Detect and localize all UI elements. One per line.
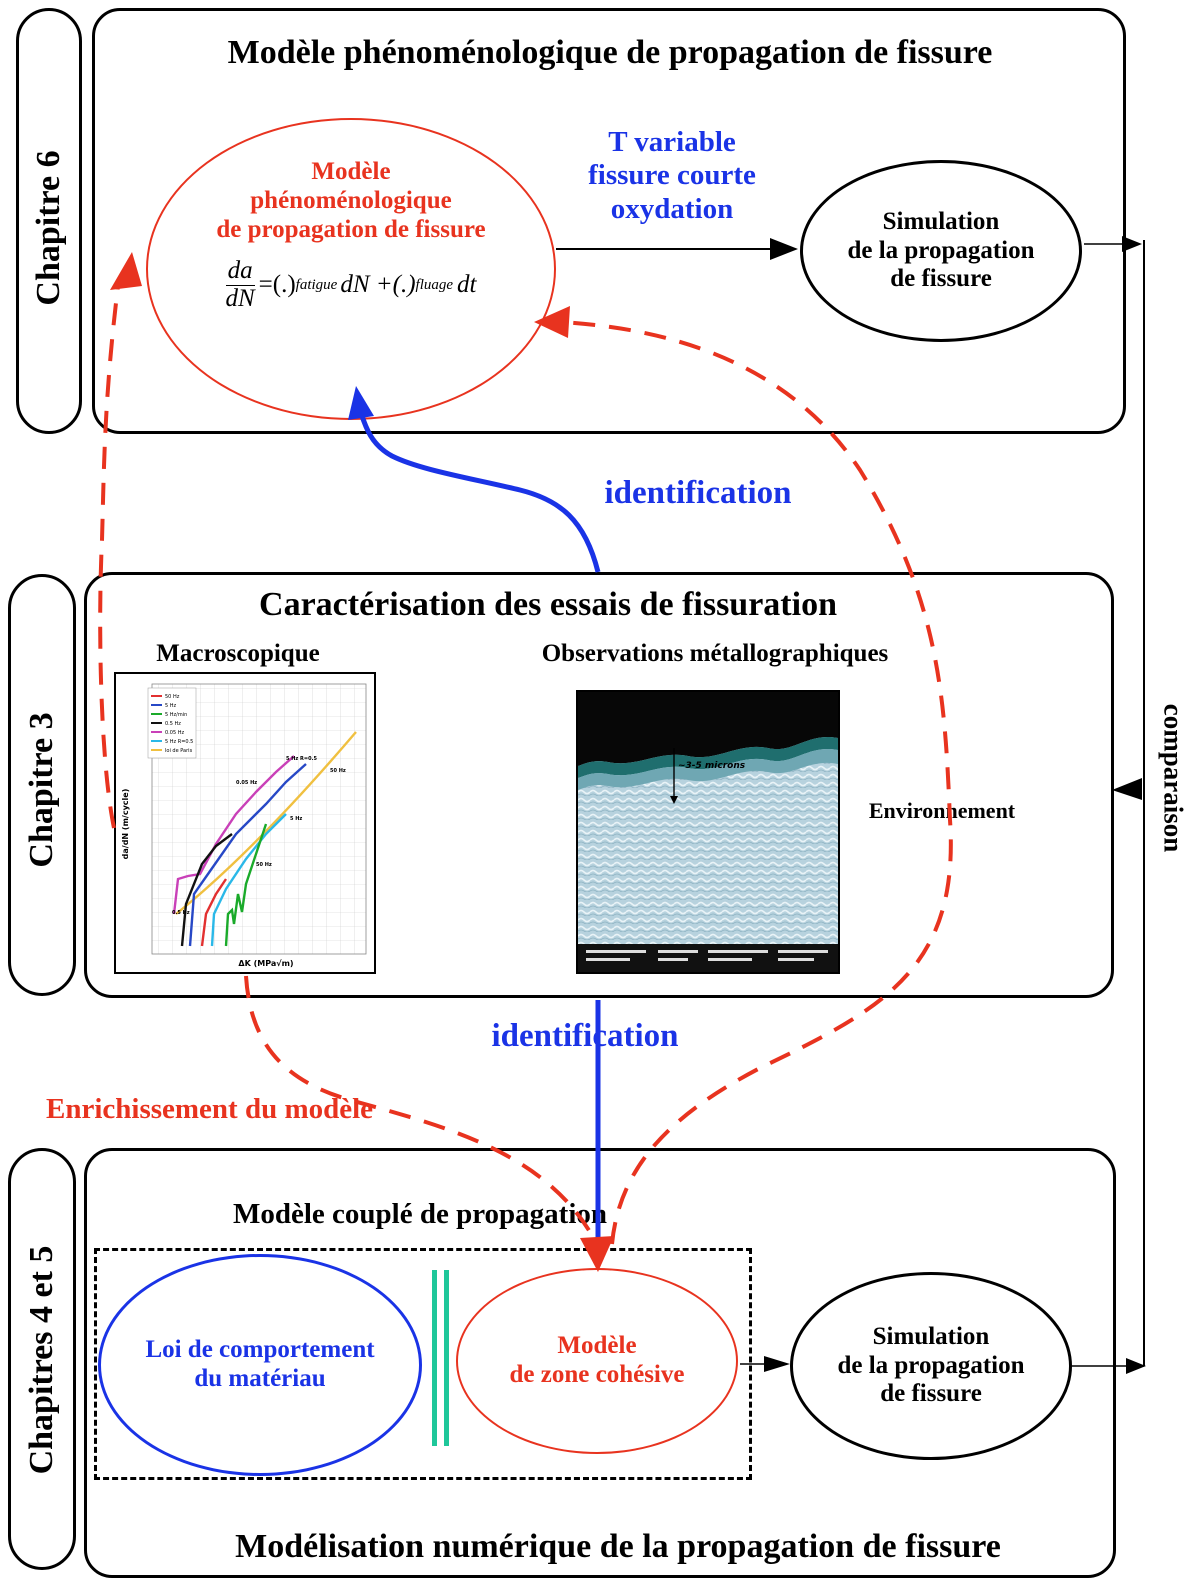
behaviour-law-ellipse: Loi de comportement du matériau <box>98 1254 422 1476</box>
equation-rhs-1: =(.) <box>258 271 296 298</box>
arrow-bottom-sim-out-head <box>1126 1358 1146 1374</box>
micrograph-image: ~3-5 microns <box>576 690 840 974</box>
behaviour-line-2: du matériau <box>194 1365 326 1392</box>
bottom-simulation-line-1: Simulation <box>872 1322 990 1350</box>
coupling-symbol <box>432 1270 452 1446</box>
condition-oxidation: oxydation <box>610 192 734 225</box>
equation-denominator: dN <box>225 284 255 312</box>
middle-section-title: Caractérisation des essais de fissuratio… <box>259 586 837 623</box>
chapter-4-5-label: Chapitres 4 et 5 <box>23 1245 60 1475</box>
environment-label: Environnement <box>868 798 1016 823</box>
curve-50hz <box>224 823 268 947</box>
legend-2: 5 Hz/min <box>165 712 187 718</box>
metallographic-label: Observations métallographiques <box>541 640 889 667</box>
top-simulation-line-3: de fissure <box>890 265 992 293</box>
ann-4: 50 Hz <box>256 862 272 868</box>
curve-5hz <box>210 813 287 947</box>
chapter-4-5-tab <box>8 1148 76 1570</box>
conditions-label: T variable fissure courte oxydation <box>588 126 756 226</box>
equation-numerator: da <box>225 257 255 286</box>
top-simulation-ellipse: Simulation de la propagation de fissure <box>800 160 1082 342</box>
condition-short-crack: fissure courte <box>588 159 756 192</box>
cohesive-zone-ellipse: Modèle de zone cohésive <box>456 1268 738 1454</box>
curve-0-5hz <box>180 833 233 947</box>
model-line-1: Modèle <box>311 158 391 185</box>
crack-growth-chart: da/dN (m/cycle) ΔK (MPa√m) 50 Hz 5 Hz 5 … <box>114 672 376 974</box>
bottom-simulation-line-2: de la propagation <box>837 1351 1025 1379</box>
comparison-arrow-head <box>1112 778 1142 800</box>
model-line-2: phénoménologique <box>250 186 452 214</box>
chapter-3-label: Chapitre 3 <box>23 712 60 868</box>
micrograph-svg: ~3-5 microns <box>578 692 838 972</box>
bottom-simulation-ellipse: Simulation de la propagation de fissure <box>790 1272 1072 1460</box>
chart-curves <box>172 731 357 947</box>
chapter-3-tab <box>8 574 76 996</box>
ann-0: 0.05 Hz <box>236 780 257 786</box>
behaviour-line-1: Loi de comportement <box>145 1336 375 1364</box>
micrograph-annotation: ~3-5 microns <box>678 761 746 771</box>
legend-0: 50 Hz <box>165 694 180 700</box>
propagation-equation: da dN =(.) fatigue dN +(.) fluage dt <box>225 258 476 312</box>
chapter-6-label: Chapitre 6 <box>30 150 67 306</box>
identification-label-top: identification <box>604 475 792 511</box>
cohesive-line-2: de zone cohésive <box>509 1361 685 1388</box>
curve-50hz-red <box>200 878 227 947</box>
ann-5: 0.5 Hz <box>172 910 190 916</box>
bottom-section-title: Modélisation numérique de la propagation… <box>235 1528 1001 1565</box>
legend-5: 5 Hz R=0.5 <box>165 739 193 745</box>
chapter-6-tab <box>16 8 82 434</box>
legend-4: 0.05 Hz <box>165 730 184 736</box>
macroscopic-label: Macroscopique <box>156 640 320 667</box>
phenomenological-model-ellipse: Modèle phénoménologique de propagation d… <box>146 118 556 420</box>
curve-0-05hz <box>172 755 295 915</box>
chart-xlabel: ΔK (MPa√m) <box>238 959 293 968</box>
ann-2: 50 Hz <box>330 768 346 774</box>
crack-growth-chart-svg: da/dN (m/cycle) ΔK (MPa√m) 50 Hz 5 Hz 5 … <box>121 683 367 968</box>
equation-sub-fluage: fluage <box>415 276 454 293</box>
chart-legend: 50 Hz 5 Hz 5 Hz/min 0.5 Hz 0.05 Hz 5 Hz … <box>147 687 197 759</box>
ann-1: 5 Hz R=0.5 <box>286 756 317 762</box>
equation-mid: dN +(.) <box>340 271 416 298</box>
identification-label-bottom: identification <box>491 1018 679 1054</box>
blue-identification-arrow-up <box>357 409 601 573</box>
legend-3: 0.5 Hz <box>165 721 181 727</box>
equation-sub-fatigue: fatigue <box>295 276 338 293</box>
top-simulation-line-2: de la propagation <box>847 236 1035 264</box>
enrichment-label: Enrichissement du modèle <box>46 1093 374 1125</box>
legend-1: 5 Hz <box>165 703 177 709</box>
model-line-3: de propagation de fissure <box>216 215 486 243</box>
condition-temperature: T variable <box>608 126 736 158</box>
coupled-model-title: Modèle couplé de propagation <box>232 1198 608 1230</box>
ann-3: 5 Hz <box>290 816 302 822</box>
curve-5hz-r05 <box>188 763 307 947</box>
top-section-title: Modèle phénoménologique de propagation d… <box>227 34 993 71</box>
bottom-simulation-line-3: de fissure <box>880 1380 982 1408</box>
comparison-label: comparaison <box>1158 703 1189 853</box>
legend-6: loi de Paris <box>165 748 193 754</box>
curve-loi-de-paris <box>175 731 357 915</box>
cohesive-line-1: Modèle <box>557 1332 637 1360</box>
chart-ylabel: da/dN (m/cycle) <box>121 789 130 860</box>
top-simulation-line-1: Simulation <box>882 207 1000 235</box>
equation-tail: dt <box>457 271 477 298</box>
chart-annotations: 0.05 Hz 5 Hz R=0.5 50 Hz 5 Hz 50 Hz 0.5 … <box>172 756 346 916</box>
